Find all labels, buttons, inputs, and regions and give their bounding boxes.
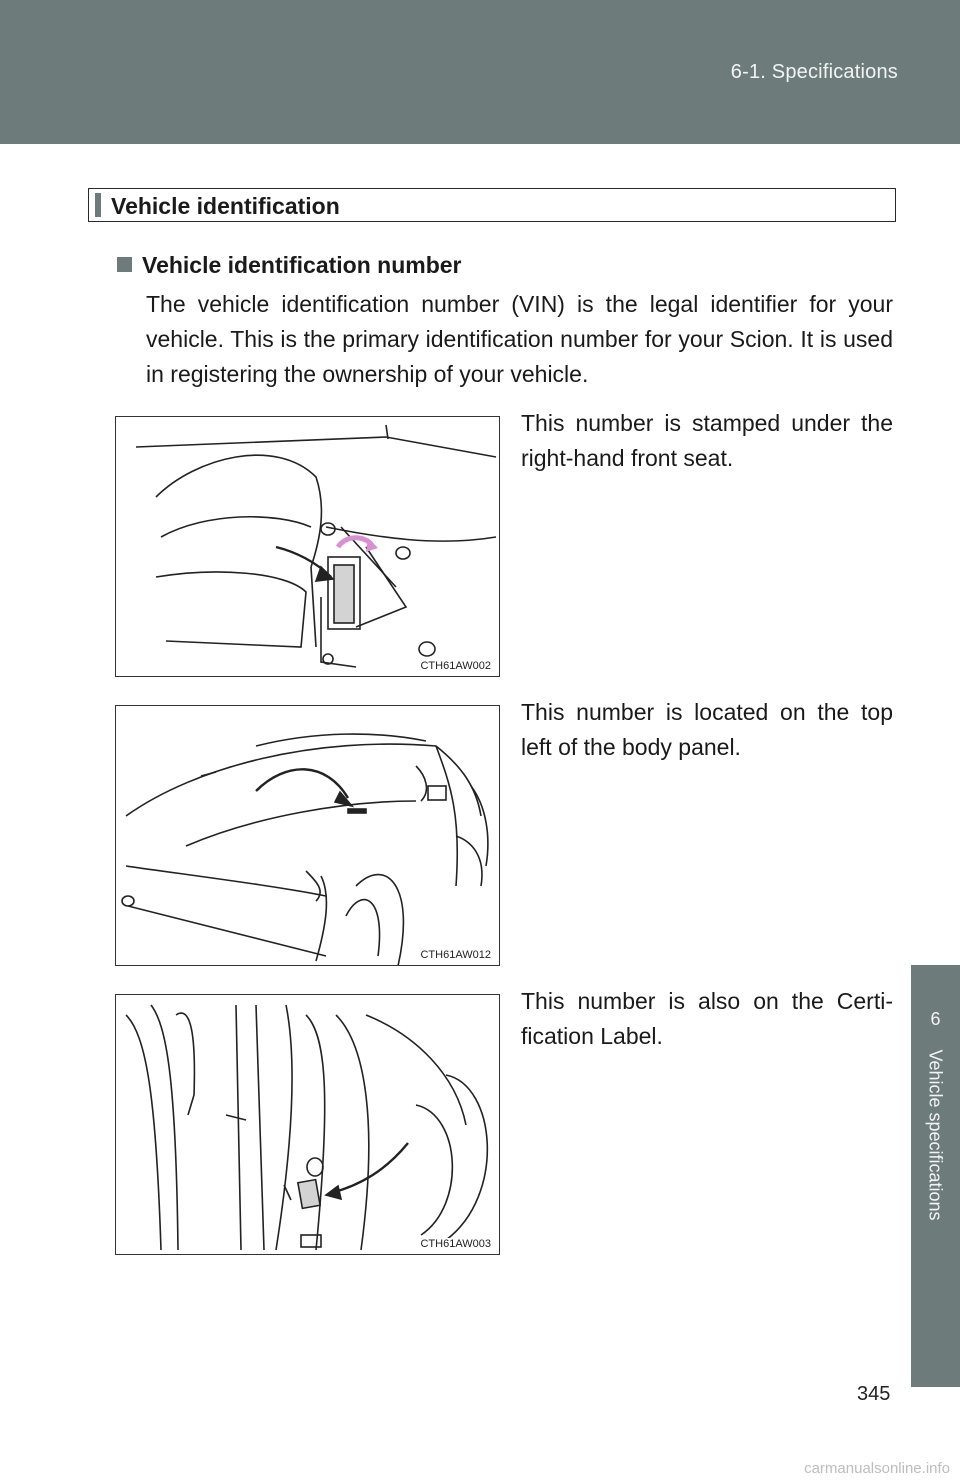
figure-caption: This number is stamped under the right-h… (521, 410, 893, 471)
car-illustration (121, 733, 489, 965)
subsection-heading: Vehicle identification number (117, 252, 462, 279)
chapter-side-tab[interactable]: 6 Vehicle specifications (911, 965, 960, 1387)
figure-body-panel-vin: CTH61AW012 (115, 705, 500, 966)
door-frame-illustration (125, 1004, 489, 1251)
chapter-number: 6 (930, 1009, 941, 1029)
figure-code: CTH61AW003 (418, 1238, 493, 1250)
body-paragraph: The vehicle identification number (VIN) … (146, 291, 893, 387)
figure-caption: This number is also on the Certi-ficatio… (521, 988, 893, 1049)
header-band: 6-1. Specifications (0, 0, 960, 144)
figure-code: CTH61AW012 (418, 949, 493, 961)
subsection-title: Vehicle identification number (142, 252, 462, 278)
figure-code: CTH61AW002 (418, 660, 493, 672)
bullet-square-icon (117, 257, 132, 272)
watermark: carmanualsonline.info (804, 1460, 950, 1477)
figure-caption: This number is located on the top left o… (521, 699, 893, 760)
seat-illustration (135, 424, 497, 668)
page-number: 345 (857, 1383, 891, 1405)
figure-seat-vin: CTH61AW002 (115, 416, 500, 677)
section-title: Vehicle identification (111, 193, 340, 219)
figure-certification-label: CTH61AW003 (115, 994, 500, 1255)
header-section-title: 6-1. Specifications (730, 61, 898, 83)
section-heading-box: Vehicle identification (88, 188, 896, 222)
